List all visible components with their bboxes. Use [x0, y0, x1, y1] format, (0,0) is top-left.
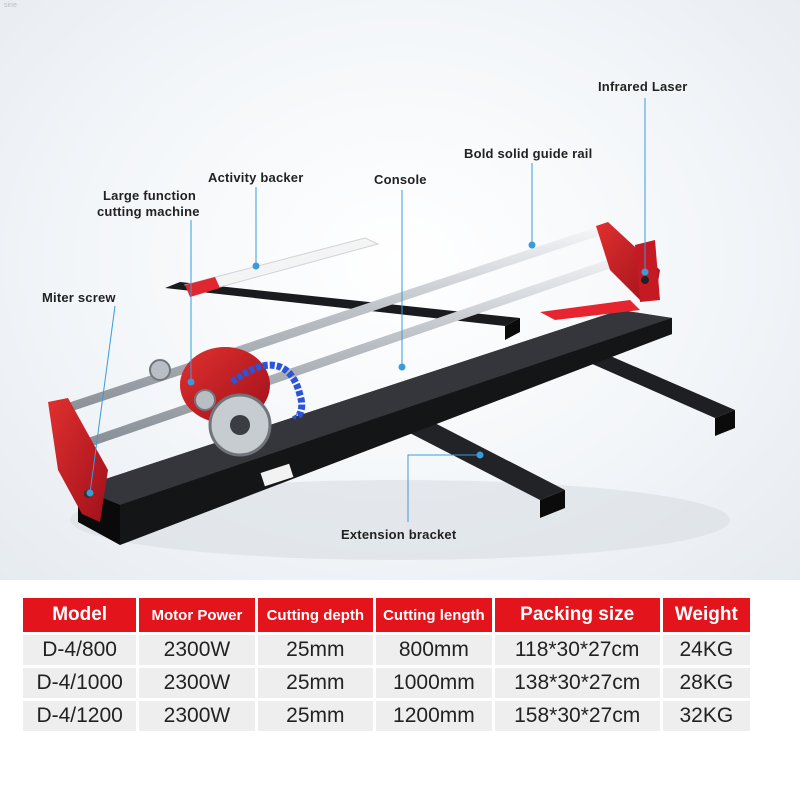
- cell-packing-size: 138*30*27cm: [494, 668, 660, 698]
- cell-cutting-length: 1000mm: [376, 668, 492, 698]
- leader-lines: [86, 98, 649, 522]
- cell-motor-power: 2300W: [139, 635, 255, 665]
- extension-bracket: [400, 418, 565, 500]
- callout-console: Console: [374, 172, 427, 187]
- cell-weight: 32KG: [662, 701, 750, 731]
- callout-activity-backer: Activity backer: [208, 170, 304, 185]
- cell-cutting-depth: 25mm: [257, 635, 374, 665]
- rear-extension-arm: [165, 282, 520, 326]
- brand-label: [260, 463, 294, 487]
- callout-large-function-2: cutting machine: [97, 204, 200, 219]
- callout-miter-screw: Miter screw: [42, 290, 116, 305]
- left-end-support: [48, 398, 108, 522]
- tile-cutter-illustration: [48, 98, 735, 560]
- cell-weight: 24KG: [662, 635, 750, 665]
- spec-table: Model Motor Power Cutting depth Cutting …: [20, 595, 753, 734]
- cell-packing-size: 158*30*27cm: [494, 701, 660, 731]
- header-weight: Weight: [662, 598, 750, 632]
- header-model: Model: [23, 598, 137, 632]
- header-cutting-length: Cutting length: [376, 598, 492, 632]
- header-motor-power: Motor Power: [139, 598, 255, 632]
- table-row: D-4/800 2300W 25mm 800mm 118*30*27cm 24K…: [23, 635, 750, 665]
- header-cutting-depth: Cutting depth: [257, 598, 374, 632]
- cell-model: D-4/800: [23, 635, 137, 665]
- callout-large-function-1: Large function: [103, 188, 197, 203]
- cell-weight: 28KG: [662, 668, 750, 698]
- callout-guide-rail: Bold solid guide rail: [464, 146, 593, 161]
- cell-model: D-4/1000: [23, 668, 137, 698]
- coolant-hose: [229, 361, 306, 420]
- cell-model: D-4/1200: [23, 701, 137, 731]
- header-packing-size: Packing size: [494, 598, 660, 632]
- watermark: sine: [4, 2, 17, 9]
- cell-cutting-depth: 25mm: [257, 668, 374, 698]
- callout-extension-bracket: Extension bracket: [341, 527, 457, 542]
- right-extension-arm: [565, 345, 735, 418]
- cell-cutting-length: 800mm: [376, 635, 492, 665]
- red-cutting-strip: [540, 300, 640, 320]
- spec-header-row: Model Motor Power Cutting depth Cutting …: [23, 598, 750, 632]
- callout-infrared-laser: Infrared Laser: [598, 79, 688, 94]
- guide-rail-rear: [50, 223, 613, 417]
- cell-cutting-depth: 25mm: [257, 701, 374, 731]
- cutting-machine: [149, 347, 306, 457]
- guide-rail-front: [85, 245, 655, 447]
- cell-packing-size: 118*30*27cm: [494, 635, 660, 665]
- table-row: D-4/1000 2300W 25mm 1000mm 138*30*27cm 2…: [23, 668, 750, 698]
- table-row: D-4/1200 2300W 25mm 1200mm 158*30*27cm 3…: [23, 701, 750, 731]
- cell-motor-power: 2300W: [139, 668, 255, 698]
- cell-motor-power: 2300W: [139, 701, 255, 731]
- cell-cutting-length: 1200mm: [376, 701, 492, 731]
